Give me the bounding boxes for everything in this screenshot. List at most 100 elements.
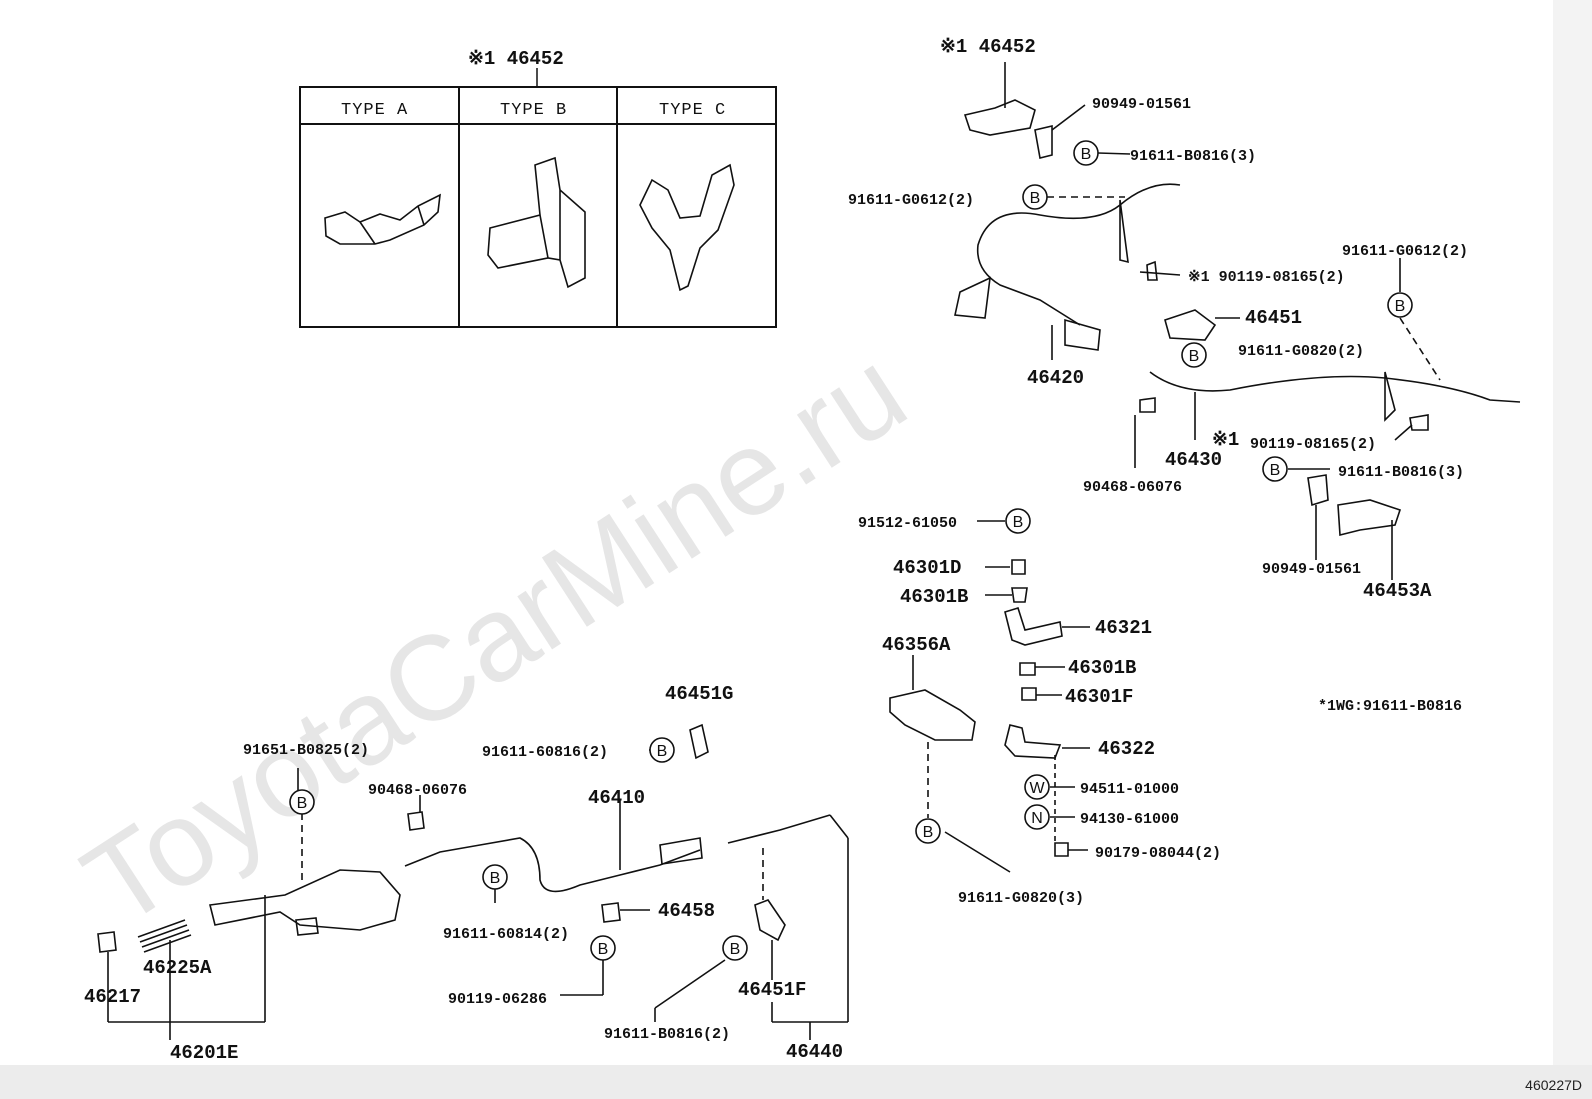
part-label: 91512-61050 [858,515,957,532]
mark-circle [1024,804,1050,830]
mark-circle [1073,140,1099,166]
part-label: 46356A [882,634,951,656]
watermark: ToyotaCarMine.ru [61,324,928,952]
type-b-label: TYPE B [500,101,567,120]
part-label: 46217 [84,986,141,1008]
lever-46201E-drawing [209,869,401,1022]
type-table-title: ※1 46452 [468,48,564,70]
part-label: 46451 [1245,307,1302,329]
bracket-46451G-drawing [689,723,709,760]
mark-b: B [923,824,934,841]
part-label: ※1 46452 [940,36,1036,58]
part-label: ※1 90119-08165(2) [1188,269,1345,286]
mark-circle [1387,292,1413,318]
part-label: 46453A [1363,580,1432,602]
bracket-46453A-drawing [1337,499,1402,537]
mark-b: B [1395,298,1406,315]
part-label: 90119-06286 [448,991,547,1008]
type-a-bracket-drawing [324,193,441,245]
type-a-label: TYPE A [341,101,408,120]
mark-circle [722,935,748,961]
mark-w: W [1029,780,1045,797]
mark-circle [590,935,616,961]
clip-90949-drawing [1034,124,1053,159]
mark-circle [289,789,315,815]
right-margin [1553,0,1592,1099]
bracket-46451F-drawing [754,899,786,942]
clip-90949-b-drawing [1307,474,1329,507]
part-label: 94130-61000 [1080,811,1179,828]
note-label: *1WG:91611-B0816 [1318,698,1462,715]
bushing-46301B-drawing [1011,587,1028,603]
mark-b: B [490,870,501,887]
mark-circle [1005,508,1031,534]
part-label: 46321 [1095,617,1152,639]
type-c-label: TYPE C [659,101,726,120]
equalizer-46356A-drawing [889,689,976,741]
part-label: 46322 [1098,738,1155,760]
spring-46225A-drawing [137,919,192,953]
part-label: 91611-G0820(2) [1238,343,1364,360]
type-b-bracket-drawing [487,156,586,289]
mark-n: N [1031,810,1043,827]
part-label: 91611-60814(2) [443,926,569,943]
part-label: 90468-06076 [368,782,467,799]
part-label: 91611-G0820(3) [958,890,1084,907]
part-label: 91651-B0825(2) [243,742,369,759]
mark-circle [1022,184,1048,210]
mark-circle [482,864,508,890]
part-label: 46225A [143,957,212,979]
footer-strip [0,1065,1592,1099]
mark-b: B [1270,462,1281,479]
type-c-bracket-drawing [639,163,735,292]
part-label: 46420 [1027,367,1084,389]
mark-circle [649,737,675,763]
intermediate-cable-46440-drawing [727,814,831,844]
rear-cable-46420-drawing [976,183,1181,326]
clip-90468-drawing [407,811,425,831]
lever-46322-drawing [1004,724,1062,759]
cap-46217-drawing [97,931,117,953]
mark-b: B [730,941,741,958]
part-label: 94511-01000 [1080,781,1179,798]
part-label: 91611-B0816(3) [1338,464,1464,481]
part-label: 46301B [1068,657,1136,679]
part-label: 90949-01561 [1262,561,1361,578]
part-label: 91611-B0816(3) [1130,148,1256,165]
part-label: 46458 [658,900,715,922]
mark-b: B [598,941,609,958]
part-label: 90949-01561 [1092,96,1191,113]
bracket-46452-drawing [963,99,1036,136]
part-label: 46440 [786,1041,843,1063]
bracket-46451-drawing [1164,309,1217,341]
lever-46321-drawing [1004,607,1063,646]
mark-b: B [1189,348,1200,365]
mark-b: B [1013,514,1024,531]
front-cable-46410-drawing [404,837,701,893]
part-label: 46451G [665,683,733,705]
bushing-46301D-drawing [1011,559,1026,575]
part-label: 90119-08165(2) [1250,436,1376,453]
mark-circle [1262,456,1288,482]
mark-b: B [1030,190,1041,207]
part-label: 90179-08044(2) [1095,845,1221,862]
part-label: 46301D [893,557,961,579]
part-label: 46410 [588,787,645,809]
part-label: 46201E [170,1042,238,1064]
mark-b: B [1081,146,1092,163]
type-table [299,68,777,328]
part-label: 46430 [1165,449,1222,471]
part-label: 46451F [738,979,806,1001]
part-label: 91611-B0816(2) [604,1026,730,1043]
part-label: 91611-60816(2) [482,744,608,761]
rear-cable-46430-drawing [1149,371,1521,403]
mark-circle [915,818,941,844]
mark-circle [1024,774,1050,800]
mark-circle [1181,342,1207,368]
part-label: ※1 [1212,429,1239,451]
part-label: 46301B [900,586,968,608]
part-label: 90468-06076 [1083,479,1182,496]
part-label: 91611-G0612(2) [1342,243,1468,260]
